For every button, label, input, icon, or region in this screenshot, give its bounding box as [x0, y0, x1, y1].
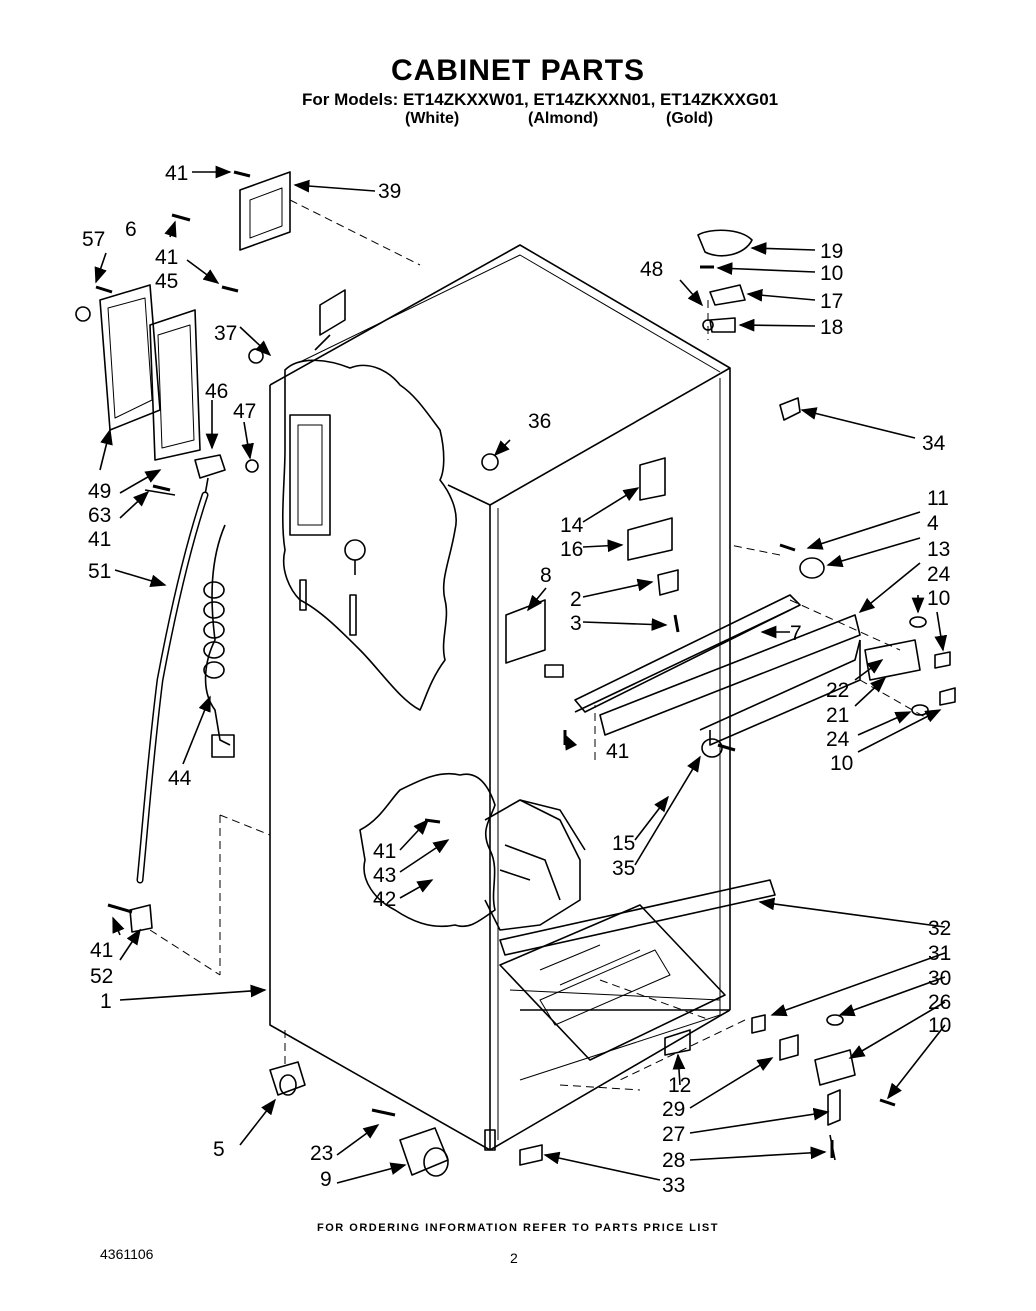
- ordering-note: FOR ORDERING INFORMATION REFER TO PARTS …: [317, 1222, 719, 1234]
- callout-34: 34: [922, 432, 946, 455]
- callout-labels: 41 39 57 6 41 45 37 46 47 49 63 41 51 44…: [82, 162, 951, 1197]
- document-number: 4361106: [100, 1246, 154, 1262]
- callout-18: 18: [820, 316, 843, 339]
- callout-8: 8: [540, 564, 552, 587]
- color-almond: (Almond): [528, 110, 599, 127]
- callout-5: 5: [213, 1138, 225, 1161]
- shelf-rails: [544, 594, 861, 746]
- callout-41: 41: [90, 939, 113, 962]
- machine-compartment: [484, 879, 776, 1151]
- page-title: CABINET PARTS: [390, 54, 646, 87]
- callout-4: 4: [927, 512, 939, 535]
- callout-33: 33: [662, 1174, 685, 1197]
- callout-30: 30: [928, 967, 951, 990]
- callout-7: 7: [790, 622, 802, 645]
- casters: [107, 903, 449, 1177]
- right-hinge-parts: [519, 616, 956, 1166]
- color-gold: (Gold): [666, 110, 714, 127]
- callout-36: 36: [528, 410, 551, 433]
- callout-19: 19: [820, 240, 843, 263]
- models-line: For Models: ET14ZKXXW01, ET14ZKXXN01, ET…: [302, 90, 779, 109]
- callout-51: 51: [88, 560, 111, 583]
- callout-17: 17: [820, 290, 843, 313]
- callout-3: 3: [570, 612, 582, 635]
- callout-12: 12: [668, 1074, 691, 1097]
- screws: [95, 170, 896, 1158]
- door-cover-assembly: [75, 284, 264, 496]
- callout-31: 31: [928, 942, 951, 965]
- callout-41: 41: [165, 162, 188, 185]
- cutout-upper: [281, 359, 457, 711]
- callout-6: 6: [125, 218, 137, 241]
- callout-26: 26: [928, 991, 951, 1014]
- cabinet-body: [269, 244, 731, 1151]
- callout-41: 41: [155, 246, 178, 269]
- callout-21: 21: [826, 704, 849, 727]
- callout-45: 45: [155, 270, 178, 293]
- tube-and-cord: [136, 491, 235, 884]
- callout-39: 39: [378, 180, 401, 203]
- callout-63: 63: [88, 504, 111, 527]
- callout-10: 10: [830, 752, 853, 775]
- callout-22: 22: [826, 679, 849, 702]
- callout-46: 46: [205, 380, 228, 403]
- callout-24: 24: [927, 563, 951, 586]
- callout-41: 41: [606, 740, 629, 763]
- callout-11: 11: [927, 487, 949, 510]
- callout-47: 47: [233, 400, 256, 423]
- callout-49: 49: [88, 480, 111, 503]
- callout-2: 2: [570, 588, 582, 611]
- callout-24: 24: [826, 728, 850, 751]
- leader-arrows: [94, 165, 948, 1184]
- callout-42: 42: [373, 888, 396, 911]
- callout-48: 48: [640, 258, 663, 281]
- page-number: 2: [510, 1250, 518, 1266]
- callout-41: 41: [373, 840, 396, 863]
- callout-14: 14: [560, 514, 584, 537]
- callout-52: 52: [90, 965, 113, 988]
- callout-41: 41: [88, 528, 111, 551]
- top-cover: [239, 171, 421, 351]
- color-white: (White): [405, 110, 460, 127]
- callout-15: 15: [612, 832, 635, 855]
- callout-9: 9: [320, 1168, 332, 1191]
- callout-32: 32: [928, 917, 951, 940]
- callout-43: 43: [373, 864, 396, 887]
- callout-27: 27: [662, 1123, 685, 1146]
- callout-44: 44: [168, 767, 192, 790]
- callout-28: 28: [662, 1149, 685, 1172]
- callout-1: 1: [100, 990, 112, 1013]
- callout-13: 13: [927, 538, 950, 561]
- callout-10: 10: [820, 262, 843, 285]
- cutout-lower: [359, 772, 586, 931]
- callout-57: 57: [82, 228, 105, 251]
- callout-23: 23: [310, 1142, 333, 1165]
- callout-16: 16: [560, 538, 583, 561]
- callout-10: 10: [928, 1014, 951, 1037]
- callout-37: 37: [214, 322, 237, 345]
- callout-10: 10: [927, 587, 950, 610]
- callout-29: 29: [662, 1098, 685, 1121]
- callout-35: 35: [612, 857, 635, 880]
